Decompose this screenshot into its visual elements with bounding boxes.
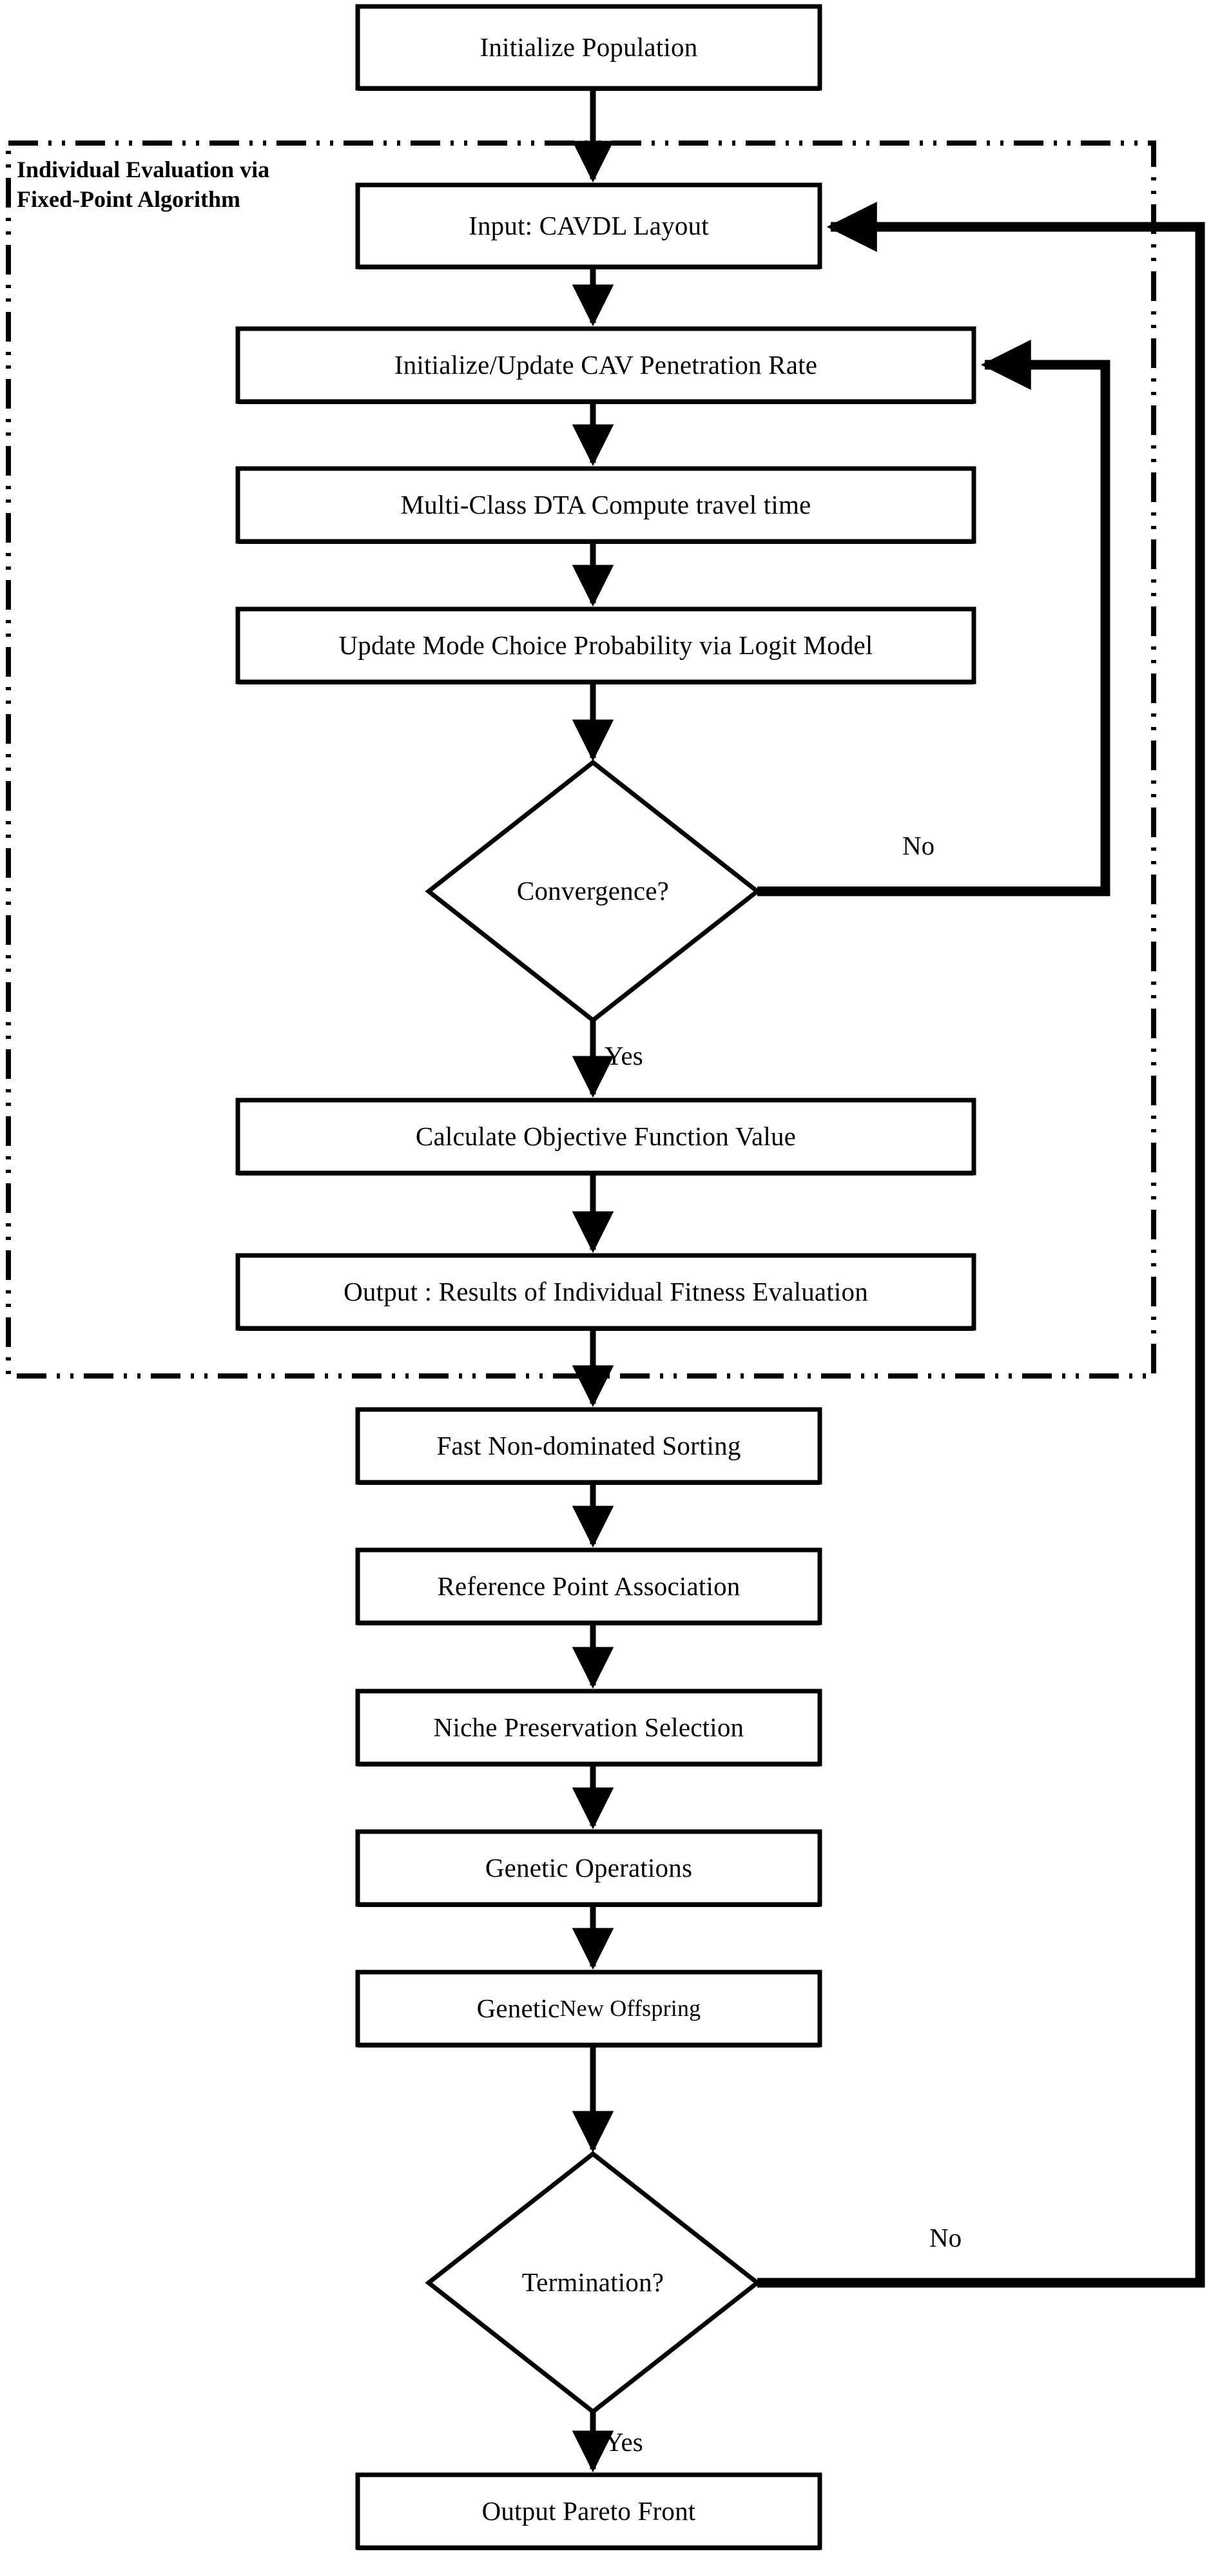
node-convergence-decision[interactable] xyxy=(425,759,761,1023)
edge-label-convergence-yes: Yes xyxy=(605,1041,643,1070)
edge-label-termination-no: No xyxy=(929,2223,962,2252)
group-label-individual-evaluation: Individual Evaluation via Fixed-Point Al… xyxy=(17,157,270,213)
node-termination-decision[interactable] xyxy=(425,2151,761,2415)
node-output-results-of-individual-fitness-evaluation[interactable] xyxy=(235,1253,976,1331)
edge-label-termination-yes: Yes xyxy=(605,2427,643,2457)
node-outlines xyxy=(235,4,976,2550)
node-calculate-objective-function-value[interactable] xyxy=(235,1098,976,1176)
node-update-mode-choice-probability-via-logit-model[interactable] xyxy=(235,606,976,684)
node-output-pareto-front[interactable] xyxy=(355,2472,822,2550)
node-genetic-operations[interactable] xyxy=(355,1829,822,1907)
node-initialize-update-cav-penetration-rate[interactable] xyxy=(235,326,976,404)
edge-termination-no-feedback xyxy=(757,202,1205,2288)
edge-label-convergence-no: No xyxy=(902,831,935,860)
node-niche-preservation-selection[interactable] xyxy=(355,1689,822,1767)
node-initialize-population[interactable] xyxy=(355,4,822,91)
edge-convergence-no-feedback xyxy=(757,340,1110,896)
node-reference-point-association[interactable] xyxy=(355,1547,822,1625)
node-fast-non-dominated-sorting[interactable] xyxy=(355,1407,822,1485)
node-input-cavdl-layout[interactable] xyxy=(355,182,822,269)
node-genetic-new-offspring[interactable] xyxy=(355,1970,822,2048)
node-multi-class-dta-compute-travel-time[interactable] xyxy=(235,466,976,544)
